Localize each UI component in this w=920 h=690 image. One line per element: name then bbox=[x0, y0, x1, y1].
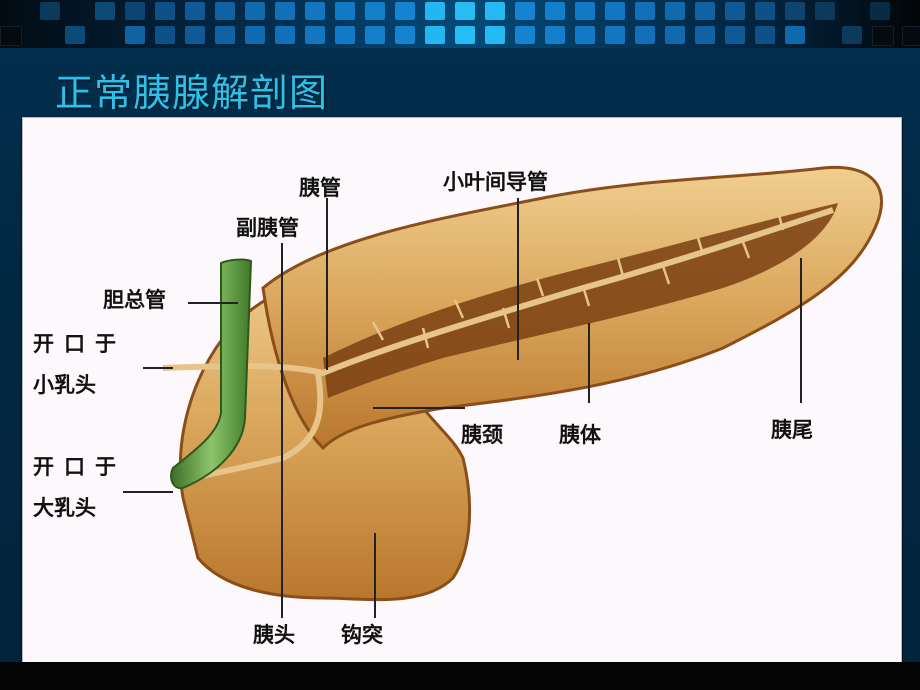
label-common-bile-duct: 胆总管 bbox=[103, 288, 166, 312]
slide-title: 正常胰腺解剖图 bbox=[55, 71, 329, 115]
label-head: 胰头 bbox=[253, 623, 295, 647]
main-pancreatic-duct bbox=[162, 207, 834, 377]
diagram-panel: 胰管 小叶间导管 副胰管 胆总管 开口于 小乳头 开口于 大乳头 胰颈 胰体 胰… bbox=[22, 117, 902, 676]
label-body: 胰体 bbox=[559, 423, 601, 447]
label-tail: 胰尾 bbox=[771, 418, 813, 442]
common-bile-duct bbox=[170, 258, 253, 490]
bottom-bar bbox=[0, 662, 920, 690]
label-major-papilla-line1: 开口于 bbox=[33, 455, 126, 479]
label-uncinate: 钩突 bbox=[341, 623, 383, 647]
label-accessory-duct: 副胰管 bbox=[236, 216, 299, 240]
label-main-duct: 胰管 bbox=[299, 176, 341, 200]
label-major-papilla-line2: 大乳头 bbox=[33, 496, 96, 520]
decorative-banner bbox=[0, 0, 920, 48]
pancreas-illustration bbox=[123, 165, 883, 618]
label-neck: 胰颈 bbox=[461, 423, 503, 447]
label-minor-papilla-line2: 小乳头 bbox=[33, 373, 96, 397]
label-minor-papilla-line1: 开口于 bbox=[33, 332, 126, 356]
label-interlobular-duct: 小叶间导管 bbox=[443, 170, 548, 194]
lower-duct bbox=[192, 372, 324, 481]
